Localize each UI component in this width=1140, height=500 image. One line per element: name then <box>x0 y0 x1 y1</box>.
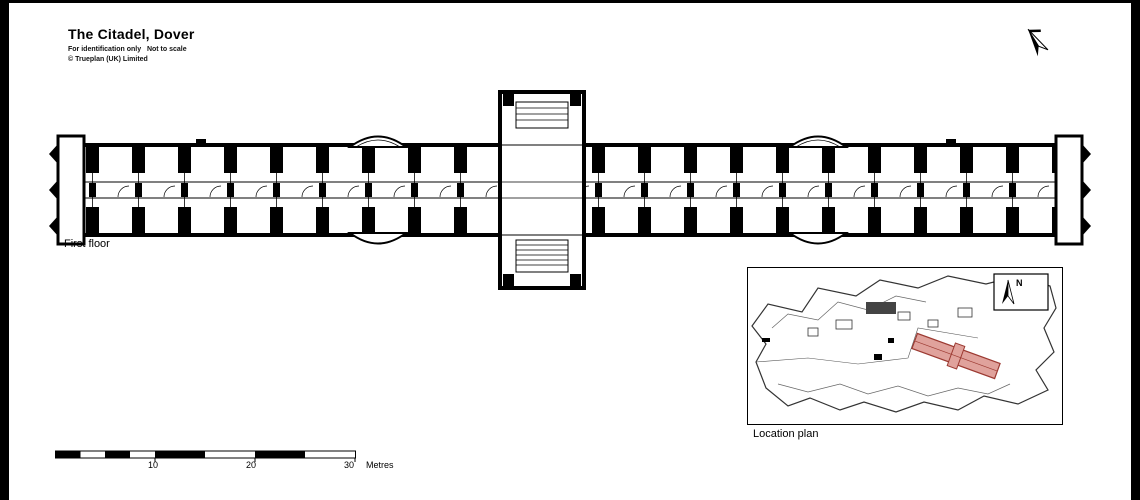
inset-north-label: N <box>1016 278 1023 288</box>
page-left-edge <box>0 0 9 500</box>
page-top-edge <box>0 0 1140 3</box>
north-arrow-graphic <box>1027 28 1049 57</box>
location-plan-label: Location plan <box>753 428 819 440</box>
left-pavilion <box>49 134 86 246</box>
scale-bar-graphic <box>55 450 356 462</box>
right-pavilion <box>1054 134 1091 246</box>
page-right-edge <box>1131 0 1140 500</box>
inset-north-box: N <box>993 273 1049 311</box>
floor-label: First floor <box>64 238 110 250</box>
page-title: The Citadel, Dover <box>68 26 195 42</box>
scale-tick-30: 30 <box>344 460 355 470</box>
scale-unit-label: Metres <box>366 460 394 470</box>
copyright-note: © Trueplan (UK) Limited <box>68 56 148 63</box>
floor-plan-drawing <box>49 90 1091 290</box>
floor-plan <box>48 84 1092 296</box>
scale-tick-10: 10 <box>148 460 159 470</box>
identification-note: For identification only Not to scale <box>68 46 187 53</box>
inset-map: N <box>751 273 1057 413</box>
scale-tick-20: 20 <box>246 460 257 470</box>
scale-bar: 10 20 30 Metres <box>55 449 475 475</box>
central-tower <box>498 90 586 290</box>
highlighted-building <box>911 332 1001 380</box>
location-plan-inset: N <box>747 267 1063 425</box>
north-arrow-icon <box>1018 24 1054 60</box>
